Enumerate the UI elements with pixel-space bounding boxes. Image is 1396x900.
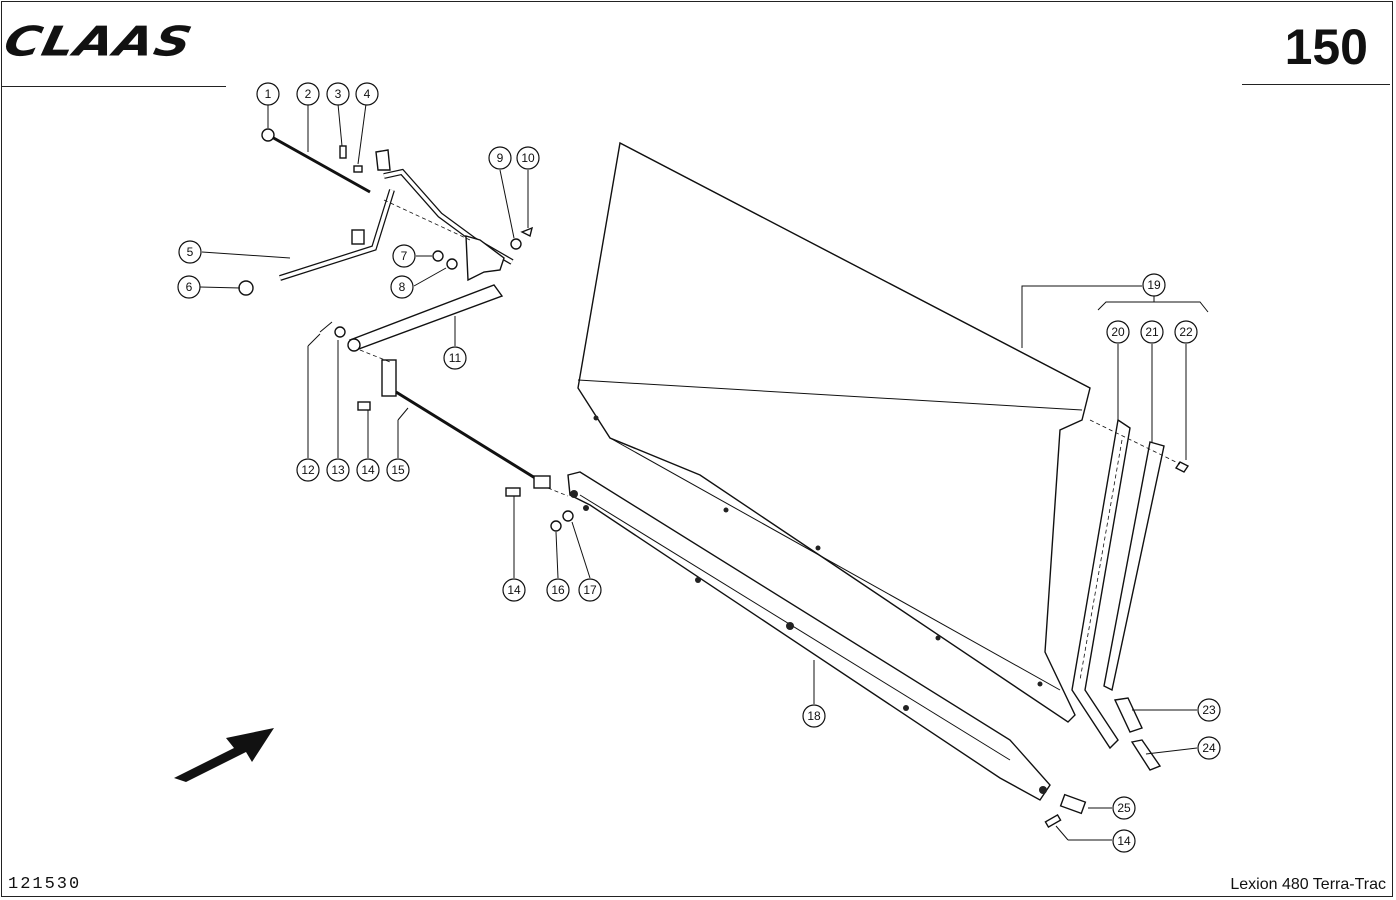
callout-14-lower: 14 bbox=[502, 578, 526, 602]
svg-text:20: 20 bbox=[1111, 325, 1125, 339]
svg-text:3: 3 bbox=[335, 87, 342, 101]
svg-text:9: 9 bbox=[497, 151, 504, 165]
callout-23: 23 bbox=[1197, 698, 1221, 722]
callout-4: 4 bbox=[355, 82, 379, 106]
svg-text:10: 10 bbox=[521, 151, 535, 165]
svg-text:22: 22 bbox=[1179, 325, 1193, 339]
svg-text:7: 7 bbox=[401, 249, 408, 263]
clip-part-24 bbox=[1130, 739, 1162, 771]
svg-text:12: 12 bbox=[301, 463, 315, 477]
svg-text:4: 4 bbox=[364, 87, 371, 101]
svg-text:24: 24 bbox=[1202, 741, 1216, 755]
svg-text:15: 15 bbox=[391, 463, 405, 477]
rail-part-18 bbox=[567, 471, 1051, 801]
svg-text:14: 14 bbox=[361, 463, 375, 477]
group-bracket-19 bbox=[1021, 285, 1209, 348]
callout-12: 12 bbox=[296, 458, 320, 482]
header-rule-left bbox=[2, 86, 226, 87]
callout-6: 6 bbox=[177, 275, 201, 299]
model-name: Lexion 480 Terra-Trac bbox=[1230, 876, 1386, 893]
panel-part bbox=[577, 141, 1091, 723]
svg-text:11: 11 bbox=[449, 351, 462, 365]
direction-arrow-icon bbox=[174, 728, 274, 782]
svg-text:8: 8 bbox=[399, 280, 406, 294]
svg-text:14: 14 bbox=[1117, 834, 1131, 848]
callout-10: 10 bbox=[516, 146, 540, 170]
svg-text:21: 21 bbox=[1145, 325, 1159, 339]
drawing-number: 121530 bbox=[8, 875, 82, 894]
callout-3: 3 bbox=[326, 82, 350, 106]
svg-text:23: 23 bbox=[1202, 703, 1216, 717]
svg-text:6: 6 bbox=[186, 280, 193, 294]
svg-text:18: 18 bbox=[807, 709, 821, 723]
callout-20: 20 bbox=[1106, 320, 1130, 344]
callout-21: 21 bbox=[1140, 320, 1164, 344]
callout-18: 18 bbox=[802, 704, 826, 728]
callout-5: 5 bbox=[178, 240, 202, 264]
svg-text:17: 17 bbox=[583, 583, 597, 597]
strip-part-20 bbox=[1071, 418, 1131, 750]
svg-text:2: 2 bbox=[305, 87, 312, 101]
callout-22: 22 bbox=[1174, 320, 1198, 344]
svg-text:14: 14 bbox=[507, 583, 521, 597]
callout-2: 2 bbox=[296, 82, 320, 106]
callout-7: 7 bbox=[392, 244, 416, 268]
clip-part-23 bbox=[1113, 697, 1143, 733]
svg-text:1: 1 bbox=[265, 87, 272, 101]
callout-11: 11 bbox=[443, 346, 467, 370]
svg-text:19: 19 bbox=[1147, 278, 1161, 292]
callout-15: 15 bbox=[386, 458, 410, 482]
callout-24: 24 bbox=[1197, 736, 1221, 760]
callout-14-bottom: 14 bbox=[1112, 829, 1136, 853]
callout-16: 16 bbox=[546, 578, 570, 602]
callout-17: 17 bbox=[578, 578, 602, 602]
svg-text:13: 13 bbox=[331, 463, 345, 477]
callout-9: 9 bbox=[488, 146, 512, 170]
header-rule-right bbox=[1242, 84, 1390, 85]
bolt-part-22 bbox=[1174, 461, 1190, 473]
svg-text:25: 25 bbox=[1117, 801, 1131, 815]
callout-14: 14 bbox=[356, 458, 380, 482]
page-number: 150 bbox=[1284, 19, 1368, 75]
callout-13: 13 bbox=[326, 458, 350, 482]
callout-19: 19 bbox=[1142, 273, 1166, 297]
leader-lines bbox=[199, 103, 1198, 841]
callout-1: 1 bbox=[256, 82, 280, 106]
strip-part-21 bbox=[1103, 441, 1165, 692]
callout-25: 25 bbox=[1112, 796, 1136, 820]
linkage-parts bbox=[238, 128, 1181, 829]
callout-8: 8 bbox=[390, 275, 414, 299]
svg-text:5: 5 bbox=[187, 245, 194, 259]
svg-text:16: 16 bbox=[551, 583, 565, 597]
